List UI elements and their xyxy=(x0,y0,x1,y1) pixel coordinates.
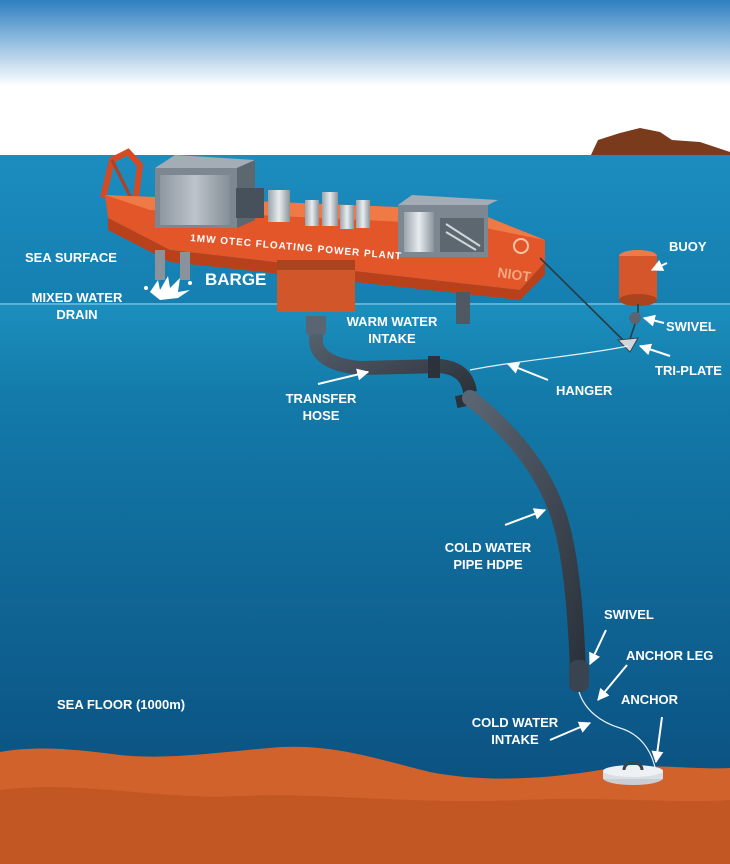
anchor-icon xyxy=(603,761,663,785)
label-cold-water-intake-line2: INTAKE xyxy=(491,732,539,747)
label-tri-plate: TRI-PLATE xyxy=(655,363,722,378)
label-anchor: ANCHOR xyxy=(621,692,679,707)
tri-plate-icon xyxy=(616,337,639,353)
hanger-line xyxy=(469,345,629,371)
deep-sea xyxy=(0,303,730,783)
label-transfer-hose-line1: TRANSFER xyxy=(285,391,357,406)
label-anchor-leg: ANCHOR LEG xyxy=(626,648,714,663)
label-warm-water-intake-line2: INTAKE xyxy=(368,331,416,346)
label-barge: BARGE xyxy=(205,270,267,289)
distant-island xyxy=(590,128,730,157)
sky xyxy=(0,0,730,157)
label-cold-water-pipe-line2: PIPE HDPE xyxy=(453,557,523,572)
warm-water-intake-pipe xyxy=(456,300,470,324)
label-transfer-hose-line2: HOSE xyxy=(302,408,340,423)
label-mixed-water-drain-line2: DRAIN xyxy=(56,307,98,322)
label-swivel-top: SWIVEL xyxy=(666,319,716,334)
label-mixed-water-drain-line1: MIXED WATER xyxy=(31,290,123,305)
label-swivel-bottom: SWIVEL xyxy=(604,607,654,622)
barge-icon xyxy=(105,155,545,324)
buoy-icon xyxy=(619,250,657,324)
splash-icon xyxy=(144,276,192,300)
transfer-hose xyxy=(309,320,477,394)
barge-mooring-line xyxy=(539,257,629,346)
barge-logo-text: NIOT xyxy=(497,264,533,285)
cold-water-pipe xyxy=(462,390,586,678)
label-sea-surface: SEA SURFACE xyxy=(25,250,117,265)
pipe-end-swivel xyxy=(569,660,589,692)
label-sea-floor: SEA FLOOR (1000m) xyxy=(57,697,186,712)
label-buoy: BUOY xyxy=(669,239,707,254)
label-warm-water-intake-line1: WARM WATER xyxy=(346,314,438,329)
anchor-leg-line xyxy=(578,691,657,773)
label-cold-water-intake-line1: COLD WATER xyxy=(471,715,559,730)
label-hanger: HANGER xyxy=(556,383,613,398)
label-cold-water-pipe-line1: COLD WATER xyxy=(444,540,532,555)
label-arrows xyxy=(317,259,671,764)
crane-icon xyxy=(100,148,144,206)
